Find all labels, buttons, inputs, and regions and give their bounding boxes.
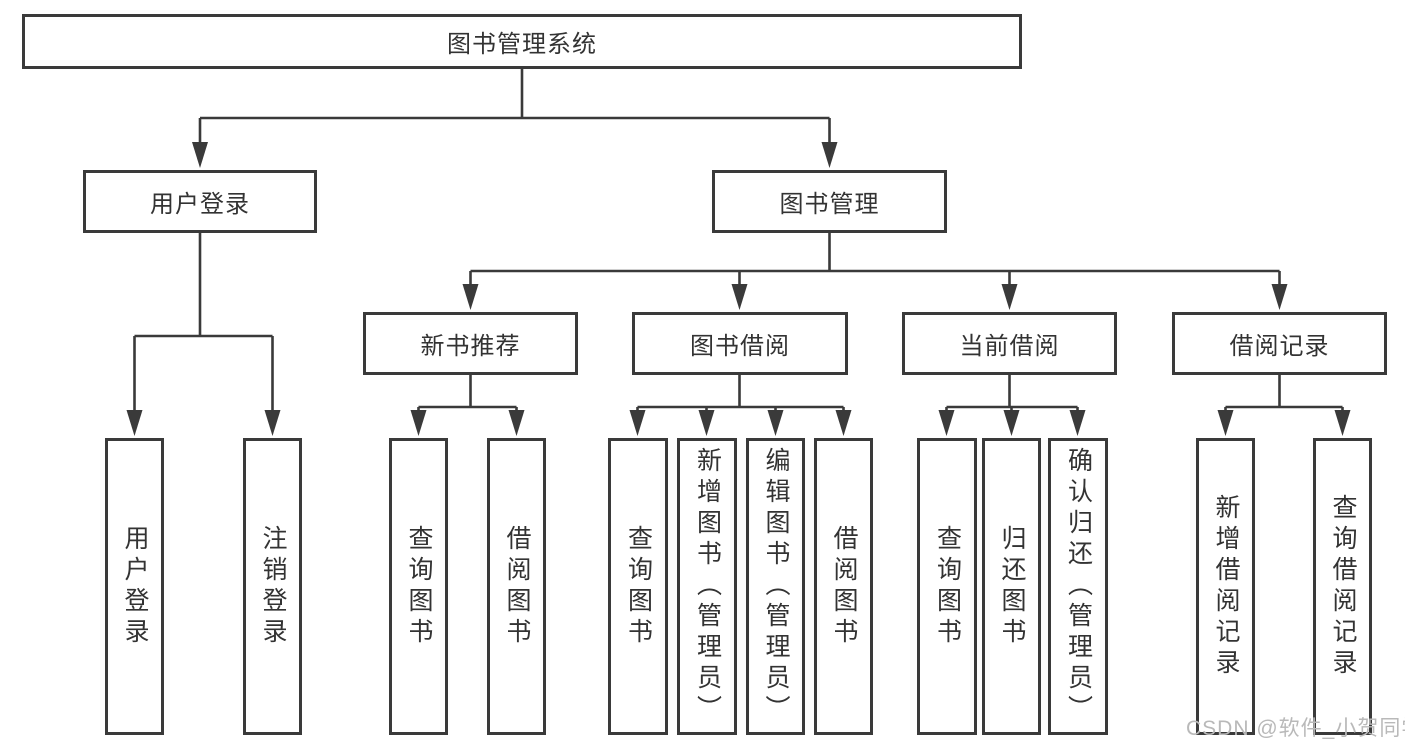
leaf-borrow-books-recommend-label: 借阅图书: [503, 524, 531, 649]
leaf-edit-books-admin: 编辑图书（管理员）: [746, 438, 805, 735]
leaf-edit-books-admin-label: 编辑图书（管理员）: [762, 447, 790, 726]
leaf-user-login: 用户登录: [105, 438, 164, 735]
node-library-management-system-label: 图书管理系统: [447, 31, 597, 58]
leaf-confirm-return-admin: 确认归还（管理员）: [1048, 438, 1108, 735]
leaf-borrow-books-label: 借阅图书: [830, 524, 858, 649]
leaf-query-books-current-label: 查询图书: [933, 524, 962, 649]
leaf-add-borrow-record: 新增借阅记录: [1196, 438, 1255, 735]
node-user-login-label: 用户登录: [150, 191, 250, 218]
node-borrowing-records-label: 借阅记录: [1229, 333, 1330, 360]
leaf-return-books: 归还图书: [982, 438, 1041, 735]
leaf-add-borrow-record-label: 新增借阅记录: [1212, 493, 1240, 680]
csdn-watermark: CSDN @软件_小贺同学: [1186, 717, 1405, 740]
node-book-borrowing: 图书借阅: [632, 312, 848, 375]
node-book-management-label: 图书管理: [779, 191, 880, 218]
leaf-logout: 注销登录: [243, 438, 302, 735]
node-library-management-system: 图书管理系统: [22, 14, 1022, 69]
node-new-book-recommendation-label: 新书推荐: [420, 333, 521, 360]
leaf-query-books-recommend-label: 查询图书: [405, 524, 433, 649]
leaf-return-books-label: 归还图书: [998, 524, 1026, 649]
node-book-borrowing-label: 图书借阅: [690, 333, 790, 360]
node-current-borrowing-label: 当前借阅: [959, 333, 1060, 360]
node-new-book-recommendation: 新书推荐: [363, 312, 578, 375]
leaf-query-borrow-record-label: 查询借阅记录: [1329, 493, 1357, 680]
leaf-query-borrow-record: 查询借阅记录: [1313, 438, 1372, 735]
leaf-user-login-label: 用户登录: [121, 524, 149, 649]
leaf-add-books-admin: 新增图书（管理员）: [677, 438, 737, 735]
leaf-confirm-return-admin-label: 确认归还（管理员）: [1064, 447, 1093, 726]
leaf-query-books-borrowing-label: 查询图书: [624, 524, 653, 649]
leaf-add-books-admin-label: 新增图书（管理员）: [693, 447, 722, 726]
node-book-management: 图书管理: [712, 170, 947, 233]
leaf-query-books-current: 查询图书: [917, 438, 977, 735]
node-borrowing-records: 借阅记录: [1172, 312, 1387, 375]
leaf-query-books-recommend: 查询图书: [389, 438, 448, 735]
leaf-logout-label: 注销登录: [259, 524, 287, 649]
leaf-borrow-books: 借阅图书: [814, 438, 873, 735]
node-current-borrowing: 当前借阅: [902, 312, 1117, 375]
node-user-login: 用户登录: [83, 170, 317, 233]
leaf-borrow-books-recommend: 借阅图书: [487, 438, 546, 735]
leaf-query-books-borrowing: 查询图书: [608, 438, 668, 735]
